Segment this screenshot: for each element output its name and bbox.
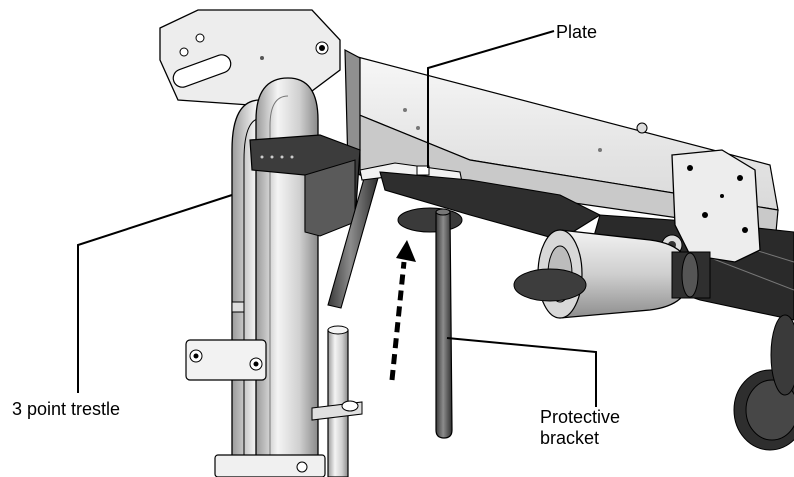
leader-bracket bbox=[446, 337, 597, 407]
plate-label: Plate bbox=[556, 22, 598, 42]
disc-middle bbox=[513, 268, 587, 302]
disc-far-right bbox=[770, 314, 794, 396]
side-plate bbox=[661, 149, 761, 263]
protective-bracket-label-line1: Protective bbox=[540, 407, 621, 427]
arrow-up-icon bbox=[389, 240, 416, 381]
protective-bracket-label: Protective bracket bbox=[540, 407, 620, 449]
leader-lines bbox=[77, 30, 597, 407]
top-mount-plate bbox=[159, 9, 341, 106]
frame-beam bbox=[344, 48, 779, 233]
leader-plate bbox=[427, 30, 555, 168]
protective-bracket-label-line2: bracket bbox=[540, 428, 600, 448]
trestle-frame bbox=[185, 77, 326, 477]
disc-upper bbox=[397, 207, 463, 233]
trestle-label: 3 point trestle bbox=[12, 399, 121, 419]
leader-trestle bbox=[77, 194, 233, 393]
jack-post bbox=[311, 325, 363, 477]
mount-block bbox=[249, 134, 361, 237]
protective-bracket-part bbox=[435, 208, 453, 439]
